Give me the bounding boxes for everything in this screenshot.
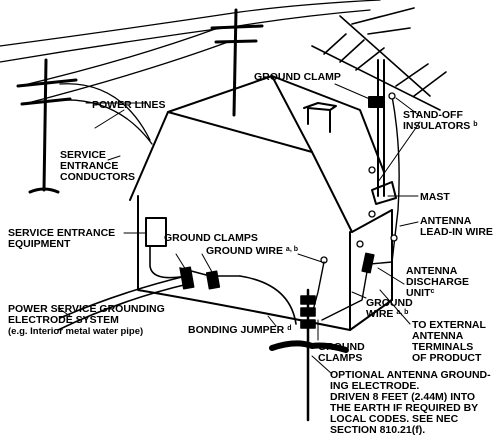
antenna-elements bbox=[311, 7, 447, 111]
label-line: GROUND bbox=[366, 297, 413, 309]
ground-clamps-top-label: GROUND CLAMPS bbox=[164, 232, 258, 244]
ground-clamp-label: GROUND CLAMP bbox=[254, 71, 341, 83]
label-line: SERVICE ENTRANCE bbox=[8, 227, 116, 239]
label-line: ING ELECTRODE. bbox=[330, 380, 420, 392]
mast-label: MAST bbox=[420, 191, 450, 203]
label-line: LOCAL CODES. SEE NEC bbox=[330, 413, 459, 425]
label-text: GROUND WIRE bbox=[206, 245, 283, 257]
ground-wire-top-label: GROUND WIRE a, b bbox=[206, 246, 298, 257]
power-lines bbox=[0, 0, 381, 145]
label-line: UNIT bbox=[406, 287, 431, 299]
bonding-jumper-label: BONDING JUMPER d bbox=[188, 325, 291, 336]
ground-wires bbox=[311, 261, 369, 321]
label-line: EQUIPMENT bbox=[8, 238, 71, 250]
service-entrance-box bbox=[145, 217, 167, 247]
leader-lines bbox=[57, 83, 421, 375]
house bbox=[129, 75, 393, 331]
discharge-unit bbox=[361, 252, 375, 274]
lead-in-wire bbox=[369, 95, 400, 265]
label-line: THE EARTH IF REQUIRED BY bbox=[330, 402, 479, 414]
label-line: TO EXTERNAL bbox=[412, 319, 486, 331]
label-line: CLAMPS bbox=[318, 352, 363, 364]
label-line: SECTION 810.21(f). bbox=[330, 424, 426, 436]
standoff-insulators bbox=[320, 92, 398, 264]
footnote-ref: a, b bbox=[396, 309, 409, 316]
label-line: STAND-OFF bbox=[403, 109, 463, 121]
ground-wire-bottom-label: GROUND WIRE a, b bbox=[366, 298, 413, 320]
footnote-ref: a, b bbox=[285, 246, 298, 253]
antenna-discharge-unit-label: ANTENNA DISCHARGE UNITc bbox=[406, 266, 469, 299]
label-line: ENTRANCE bbox=[60, 160, 119, 172]
footnote-ref: d bbox=[287, 325, 292, 332]
label-line: ANTENNA bbox=[406, 265, 458, 277]
service-entrance-equipment-label: SERVICE ENTRANCE EQUIPMENT bbox=[8, 228, 115, 250]
label-note: (e.g. Interior metal water pipe) bbox=[8, 326, 144, 337]
label-line: GROUND bbox=[318, 341, 365, 353]
power-poles bbox=[16, 8, 264, 194]
label-line: SERVICE bbox=[60, 149, 106, 161]
power-service-grounding-label: POWER SERVICE GROUNDING ELECTRODE SYSTEM… bbox=[8, 303, 165, 338]
label-line: ANTENNA bbox=[420, 215, 472, 227]
optional-electrode-label: OPTIONAL ANTENNA GROUND- ING ELECTRODE. … bbox=[330, 370, 491, 436]
footnote-ref: c bbox=[430, 288, 435, 295]
label-line: TERMINALS bbox=[412, 341, 474, 353]
standoff-insulators-label: STAND-OFF INSULATORS b bbox=[403, 110, 477, 132]
label-text: BONDING JUMPER bbox=[188, 324, 285, 336]
label-line: INSULATORS bbox=[403, 120, 471, 132]
to-external-antenna-label: TO EXTERNAL ANTENNA TERMINALS OF PRODUCT bbox=[412, 320, 486, 364]
label-line: DISCHARGE bbox=[406, 276, 470, 288]
label-line: DRIVEN 8 FEET (2.44M) INTO bbox=[330, 391, 476, 403]
power-lines-label: POWER LINES bbox=[92, 99, 166, 111]
footnote-ref: b bbox=[473, 121, 478, 128]
water-pipe bbox=[57, 245, 297, 331]
label-line: ELECTRODE SYSTEM bbox=[8, 314, 119, 326]
label-line: LEAD-IN WIRE bbox=[420, 226, 493, 238]
label-line: ANTENNA bbox=[412, 330, 464, 342]
antenna-leadin-wire-label: ANTENNA LEAD-IN WIRE bbox=[420, 216, 493, 238]
label-line: OF PRODUCT bbox=[412, 352, 482, 364]
ground-rod bbox=[269, 288, 349, 422]
label-line: POWER SERVICE GROUNDING bbox=[8, 303, 165, 315]
ground-clamps-bottom-label: GROUND CLAMPS bbox=[318, 342, 365, 364]
service-entrance-conductors-label: SERVICE ENTRANCE CONDUCTORS bbox=[60, 150, 135, 183]
label-line: WIRE bbox=[366, 308, 394, 320]
label-line: OPTIONAL ANTENNA GROUND- bbox=[330, 369, 491, 381]
label-line: CONDUCTORS bbox=[60, 171, 136, 183]
